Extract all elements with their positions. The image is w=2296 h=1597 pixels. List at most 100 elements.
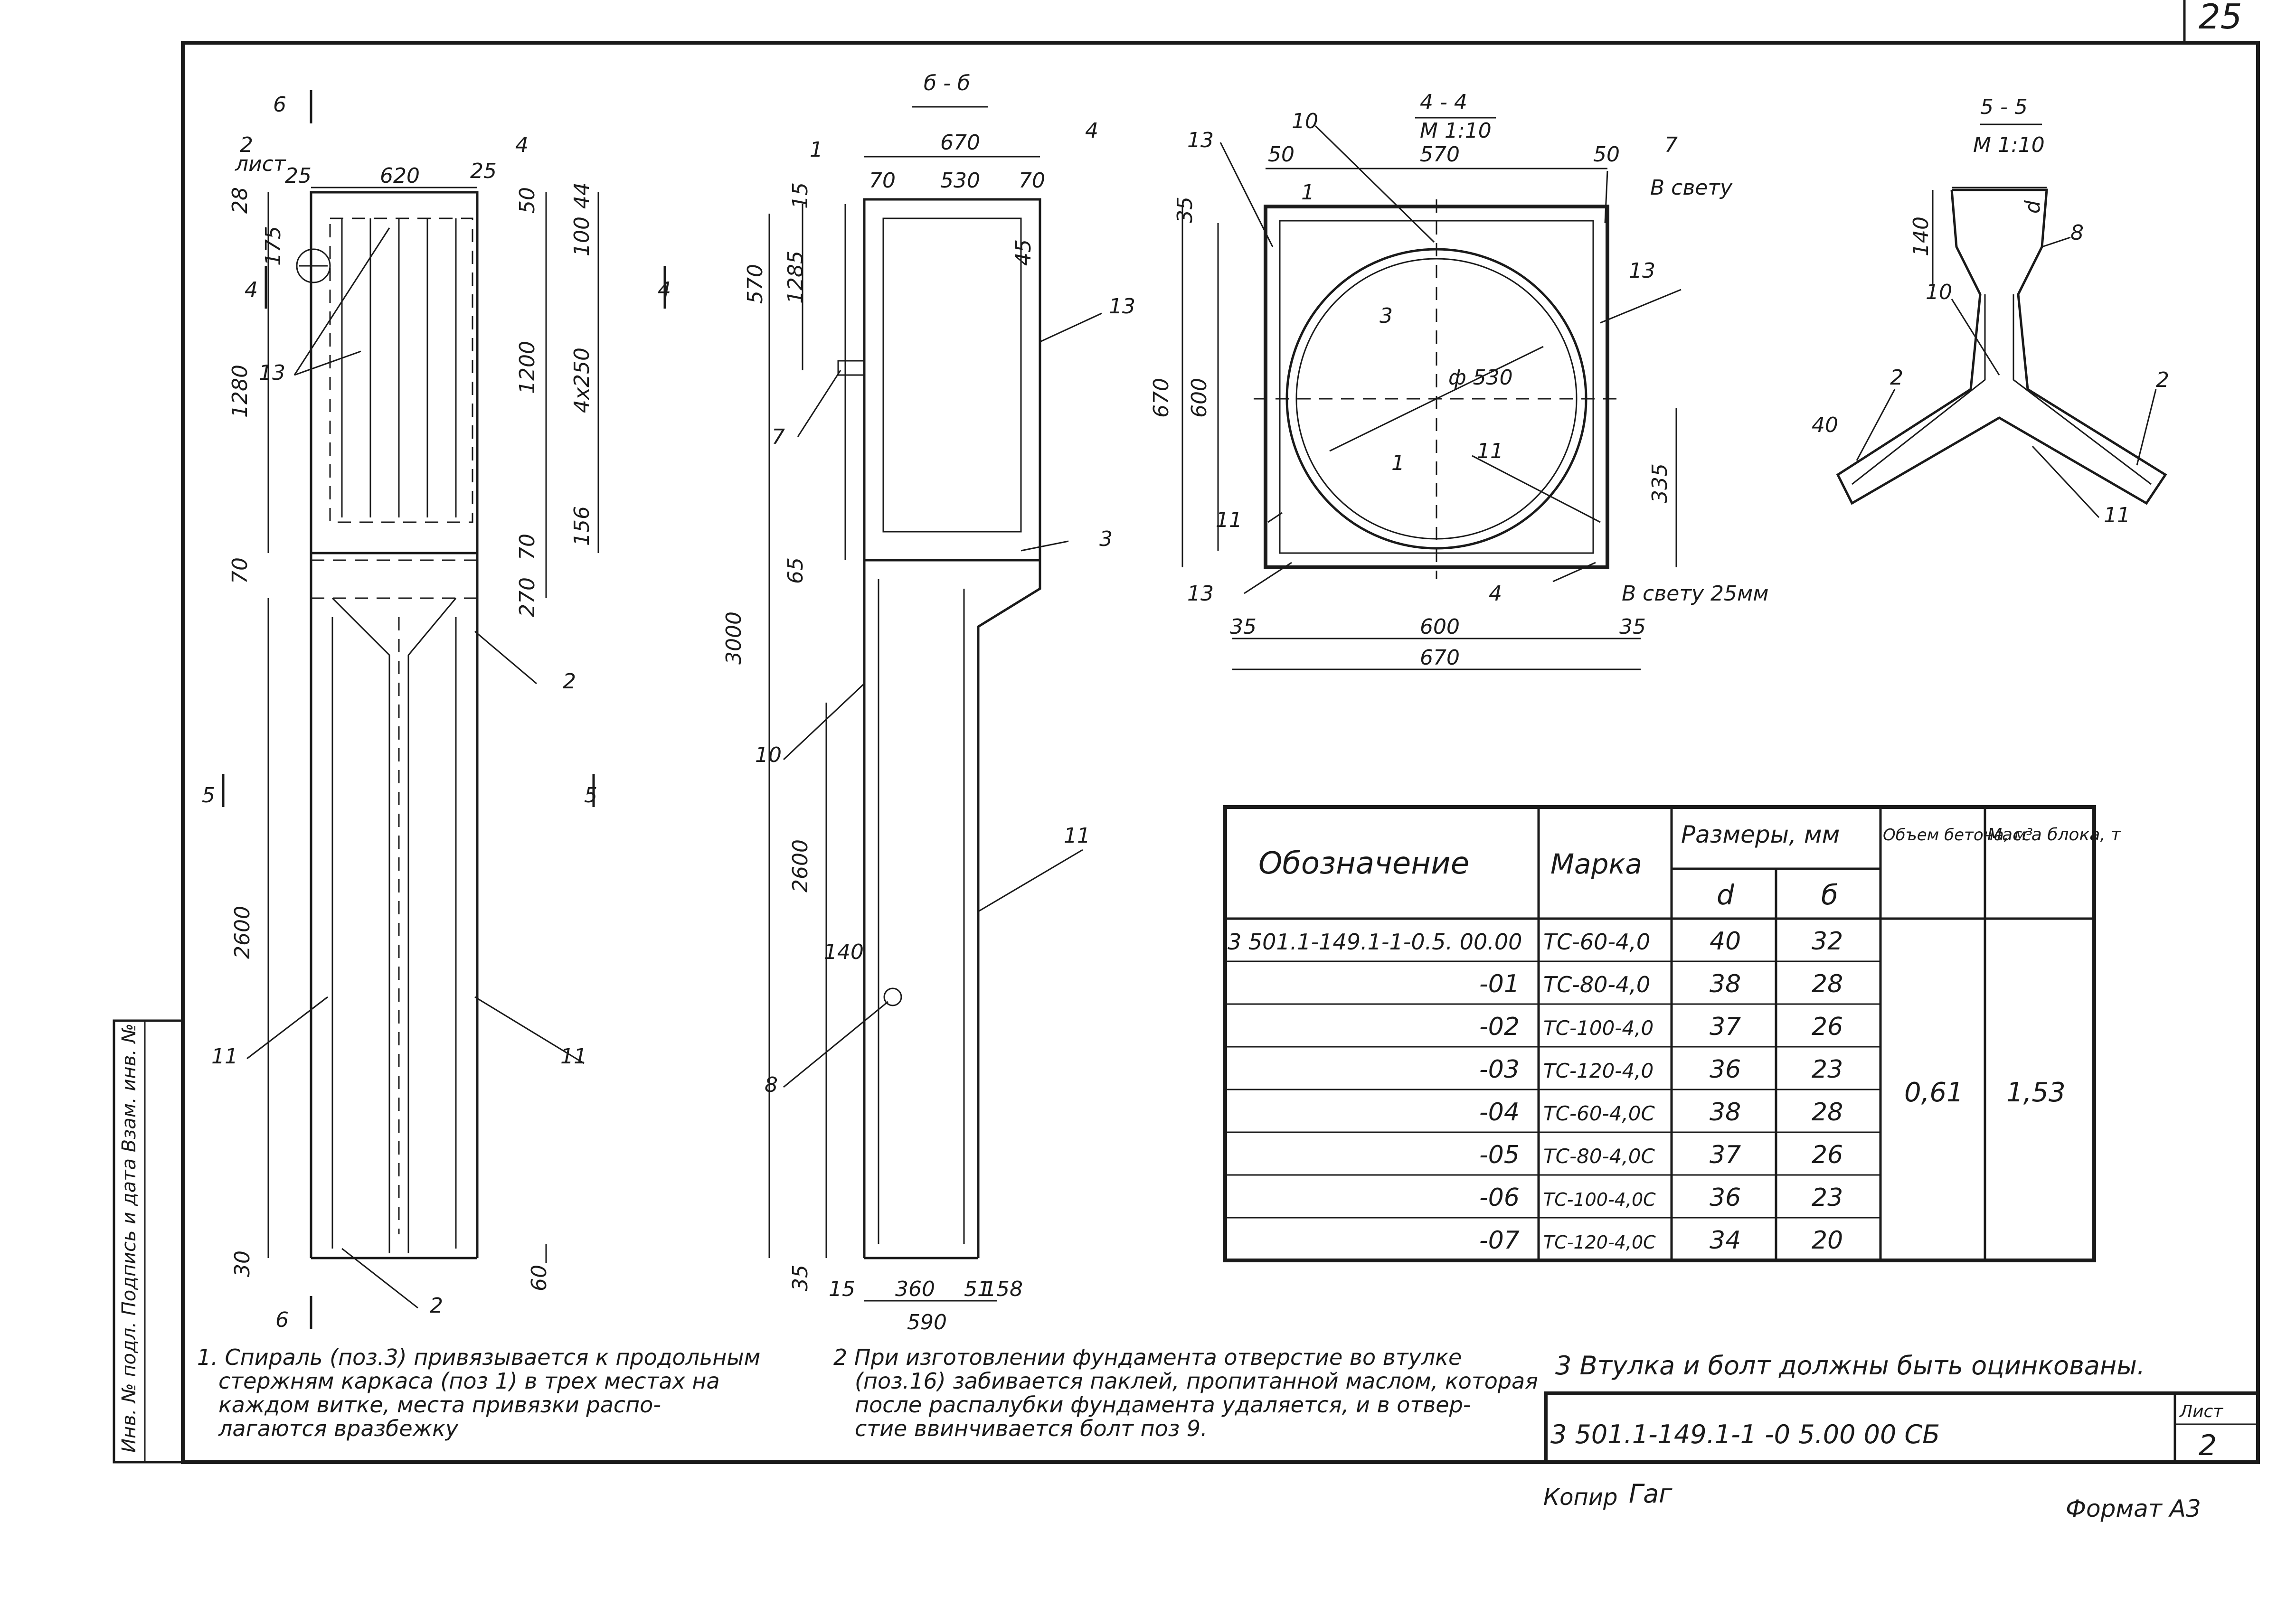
row3-designation: -03	[1479, 1055, 1520, 1084]
s44-note-clear-25: В свету 25мм	[1622, 582, 1768, 606]
left-dim-156: 156	[570, 506, 594, 546]
margin-stamp-text: Инв. № подл. Подпись и дата Взам. инв. №	[118, 1024, 140, 1453]
view-left-dims: 6 2 лист 25 620 25 4 50 44 28 175 100 4 …	[202, 93, 671, 1332]
title-block: 3 501.1-149.1-1 -0 5.00 00 СБ Лист 2	[1544, 1391, 2260, 1464]
note1-line1: 1. Спираль (поз.3) привязывается к продо…	[197, 1344, 760, 1370]
th-mass: Масса блока, т	[1987, 825, 2121, 845]
b6-dim-670: 670	[940, 131, 980, 155]
s44-label-13b: 13	[1629, 259, 1655, 283]
s44-label-13c: 13	[1187, 582, 1214, 606]
left-dim-1280: 1280	[228, 365, 252, 418]
b6-dim-140: 140	[824, 940, 864, 964]
s44-label-11b: 11	[1216, 508, 1242, 532]
b6-dim-570: 570	[743, 264, 767, 304]
b6-label-1: 1	[810, 138, 823, 162]
row0-d: 40	[1710, 927, 1741, 956]
b6-dim-530: 530	[940, 169, 980, 193]
s55-title: 5 - 5	[1980, 95, 2028, 119]
left-cut-6-bottom: 6	[275, 1308, 289, 1332]
s55-dim-40: 40	[1812, 413, 1838, 437]
title-block-code: 3 501.1-149.1-1 -0 5.00 00 СБ	[1550, 1419, 1940, 1449]
margin-stamp: Инв. № подл. Подпись и дата Взам. инв. №	[113, 1019, 184, 1464]
left-sheet-ref-num: 2	[240, 133, 253, 157]
row6-mark: ТС-100-4,0С	[1543, 1189, 1656, 1210]
b6-dim-70a: 70	[869, 169, 896, 193]
s44-dim-600b: 600	[1420, 615, 1460, 639]
note2-line2: (поз.16) забивается паклей, пропитанной …	[855, 1368, 1538, 1394]
left-cut-4-right: 4	[658, 278, 671, 302]
note1-line4: лагаются вразбежку	[218, 1416, 459, 1441]
left-cut-4-left: 4	[245, 278, 258, 302]
s44-label-3: 3	[1379, 304, 1393, 328]
b6-label-13: 13	[1109, 294, 1135, 319]
left-dim-60: 60	[527, 1265, 551, 1291]
s44-label-4: 4	[1489, 582, 1502, 606]
view-44-dims: 4 - 4 М 1:10 13 10 50 570 50 7 В свету 3…	[1149, 90, 1768, 670]
left-label-11b: 11	[560, 1044, 587, 1069]
note1-line2: стержням каркаса (поз 1) в трех местах н…	[218, 1368, 720, 1394]
row3-mark: ТС-120-4,0	[1543, 1059, 1653, 1082]
s44-label-1: 1	[1301, 180, 1314, 205]
title-block-list-num: 2	[2199, 1429, 2217, 1462]
row0-mark: ТС-60-4,0	[1543, 929, 1650, 955]
s55-dim-d: d	[2021, 200, 2045, 214]
s44-dim-50a: 50	[1268, 142, 1294, 167]
row1-designation: -01	[1479, 970, 1520, 998]
note2-line4: стие ввинчивается болт поз 9.	[855, 1416, 1208, 1441]
s44-label-10: 10	[1292, 109, 1318, 133]
left-dim-175: 175	[261, 226, 285, 266]
b6-label-10: 10	[755, 743, 782, 767]
note3: 3 Втулка и болт должны быть оцинкованы.	[1555, 1351, 2145, 1381]
table-volume: 0,61	[1904, 1077, 1964, 1108]
s44-dim-35a: 35	[1173, 197, 1197, 223]
row5-d: 37	[1710, 1141, 1741, 1169]
row4-b: 28	[1812, 1098, 1843, 1127]
spec-table-text: Обозначение Марка Размеры, мм d б Объем …	[1228, 821, 2121, 1255]
b6-dim-51: 51	[964, 1277, 991, 1301]
footer-signature: Гаг	[1629, 1479, 1672, 1509]
s44-label-11a: 11	[1477, 439, 1503, 463]
b6-dim-158: 158	[983, 1277, 1023, 1301]
row7-b: 20	[1812, 1226, 1843, 1255]
table-mass: 1,53	[2006, 1077, 2066, 1108]
b6-dim-590: 590	[907, 1310, 947, 1334]
b6-dim-35: 35	[788, 1265, 813, 1291]
left-sheet-ref-word: лист	[235, 152, 286, 176]
left-dim-1200: 1200	[515, 341, 539, 394]
b6-label-4: 4	[1085, 119, 1098, 143]
s55-label-2b: 2	[2156, 368, 2169, 392]
left-dim-44: 44	[570, 182, 594, 209]
left-dim-270: 270	[515, 577, 539, 617]
b6-label-8: 8	[765, 1073, 778, 1097]
s55-label-10: 10	[1926, 280, 1952, 304]
row5-b: 26	[1812, 1141, 1843, 1169]
b6-title: б - б	[924, 71, 970, 95]
b6-dim-2600: 2600	[788, 839, 813, 892]
s55-label-2a: 2	[1890, 366, 1903, 390]
row5-mark: ТС-80-4,0С	[1543, 1145, 1655, 1168]
row2-d: 37	[1710, 1013, 1741, 1041]
row1-mark: ТС-80-4,0	[1543, 972, 1650, 997]
row2-designation: -02	[1479, 1013, 1520, 1041]
view-b6	[768, 106, 1102, 1302]
s55-label-11: 11	[2104, 503, 2130, 527]
th-d: d	[1717, 879, 1735, 911]
s44-label-1b: 1	[1391, 451, 1405, 475]
b6-dim-65: 65	[784, 557, 808, 584]
s44-dim-670b: 670	[1420, 646, 1460, 670]
b6-label-3: 3	[1099, 527, 1113, 551]
row6-b: 23	[1812, 1184, 1843, 1212]
s44-diameter: ф 530	[1448, 366, 1513, 390]
s55-dim-140: 140	[1909, 216, 1933, 256]
sheet-frame	[181, 0, 2260, 1464]
row0-designation: 3 501.1-149.1-1-0.5. 00.00	[1228, 929, 1522, 955]
spec-table	[1223, 805, 2096, 1262]
b6-dim-70b: 70	[1019, 169, 1045, 193]
view-44	[1181, 117, 1682, 670]
row0-b: 32	[1812, 927, 1843, 956]
left-label-4: 4	[515, 133, 529, 157]
left-dim-70b: 70	[515, 534, 539, 560]
left-label-13: 13	[259, 361, 285, 385]
left-dim-620: 620	[380, 164, 420, 188]
